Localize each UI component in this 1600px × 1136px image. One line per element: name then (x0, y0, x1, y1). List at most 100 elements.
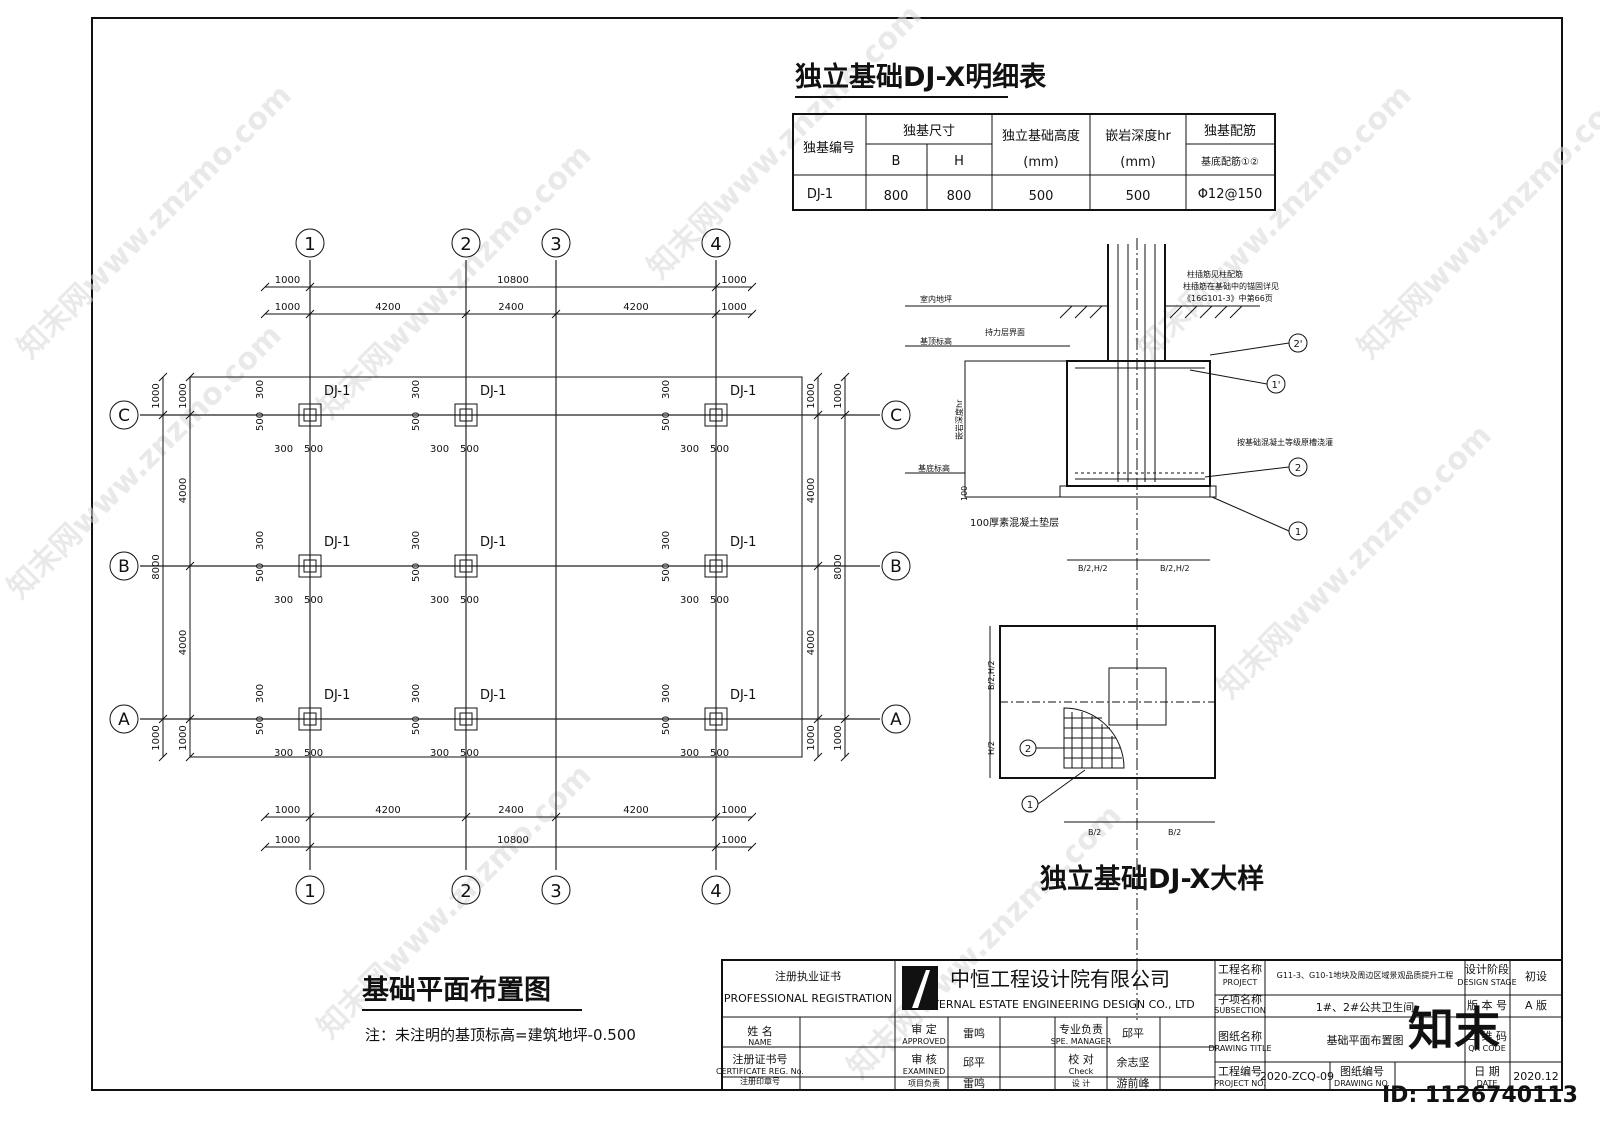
anchor-ref-label: 《16G101-3》中第66页 (1183, 293, 1273, 303)
indoor-label: 室内地坪 (920, 294, 952, 304)
col-rebar-header: 独基配筋 (1204, 123, 1256, 139)
footing-label: DJ-1 (324, 384, 350, 399)
axis-label-top-3: 3 (550, 234, 561, 255)
dim-top-bays-tick (711, 309, 721, 319)
footing-column (459, 712, 473, 726)
axis-bubble-left-B (109, 551, 139, 581)
person-examined: 邱平 (963, 1056, 985, 1069)
svg-text:1: 1 (1295, 527, 1301, 538)
svg-text:审 核: 审 核 (911, 1052, 937, 1066)
footing-label: DJ-1 (480, 688, 506, 703)
dim-top-bays-label: 4200 (623, 302, 648, 313)
axis-bubble-bottom-2 (451, 875, 481, 905)
axis-label-right-B: B (890, 557, 902, 577)
footing-label: DJ-1 (324, 535, 350, 550)
svg-text:QR CODE: QR CODE (1468, 1044, 1506, 1053)
dim-left-total-tick (158, 714, 168, 724)
col-height-header: 独立基础高度 (1002, 128, 1080, 144)
dim-left-bays-tick (185, 561, 195, 571)
dim-bottom-bays-label: 4200 (375, 805, 400, 816)
axis-label-left-B: B (118, 557, 130, 577)
company-name: 中恒工程设计院有限公司 (950, 967, 1170, 991)
svg-text:二 维 码: 二 维 码 (1467, 1030, 1507, 1043)
svg-text:日 期: 日 期 (1474, 1065, 1500, 1078)
col-rebar-sub: 基底配筋①② (1201, 155, 1259, 168)
dim-left-total-label: 8000 (151, 554, 162, 579)
svg-text:审 定: 审 定 (911, 1022, 937, 1036)
dim-top-total-tick (747, 282, 757, 292)
footing-dim: 300 (411, 380, 422, 399)
dim-bottom-total-tick (260, 842, 270, 852)
svg-text:设 计: 设 计 (1072, 1078, 1091, 1088)
drawing-name: 基础平面布置图 (1327, 1034, 1404, 1047)
half-b-right: B/2 (1168, 828, 1181, 837)
footing-label: DJ-1 (480, 384, 506, 399)
dim-top-bays-label: 4200 (375, 302, 400, 313)
dim-top-bays-label: 1000 (721, 302, 746, 313)
col-rebar-label: 柱插筋见柱配筋 (1187, 269, 1243, 279)
dim-top-total-label: 10800 (497, 275, 529, 286)
footing-dj1 (454, 554, 478, 578)
footing-column (459, 408, 473, 422)
axis-bubble-bottom-3 (541, 875, 571, 905)
svg-text:图纸编号: 图纸编号 (1340, 1064, 1384, 1078)
footing-dim: 500 (661, 412, 672, 431)
project-name: G11-3、G10-1地块及周边区域景观品质提升工程 (1277, 970, 1454, 980)
svg-text:SUBSECTION: SUBSECTION (1214, 1006, 1266, 1015)
footing-dim: 300 (680, 595, 699, 606)
svg-text:EXAMINED: EXAMINED (903, 1067, 945, 1076)
axis-bubble-right-C (881, 400, 911, 430)
svg-text:DRAWING TITLE: DRAWING TITLE (1208, 1044, 1271, 1053)
watermark-logo: 知末 (1408, 1002, 1500, 1056)
company-logo (902, 966, 938, 1010)
axis-label-left-A: A (118, 710, 130, 730)
dim-top-bays-tick (305, 309, 315, 319)
dim-top-total-label: 1000 (721, 275, 746, 286)
dim-right-bays-label: 4000 (806, 478, 817, 503)
dim-left-bays-label: 4000 (178, 630, 189, 655)
col-depth-header: 嵌岩深度hr (1105, 128, 1171, 144)
col-size-header: 独基尺寸 (903, 124, 955, 139)
dim-left-total-label: 1000 (151, 383, 162, 408)
dim-bottom-bays-tick (711, 812, 721, 822)
row-b: 800 (884, 189, 909, 204)
svg-text:SPE. MANAGER: SPE. MANAGER (1051, 1037, 1112, 1046)
dim-left-bays-tick (185, 752, 195, 762)
footing-dim: 300 (274, 444, 293, 455)
footing-label: DJ-1 (480, 535, 506, 550)
marker-2: 2 (1204, 457, 1308, 478)
row-height: 500 (1029, 189, 1054, 204)
schedule-title: 独立基础DJ-X明细表 (795, 61, 1046, 93)
footing-dim: 300 (411, 531, 422, 550)
svg-text:Check: Check (1069, 1067, 1094, 1076)
dim-left-bays-tick (185, 410, 195, 420)
footing-dim: 500 (460, 595, 479, 606)
watermark-group: 知末网www.znzmo.com 知末网www.znzmo.com 知末网www… (1, 0, 1600, 1086)
dim-right-bays-tick (813, 561, 823, 571)
dim-left-bays-tick (185, 714, 195, 724)
footing-column (709, 408, 723, 422)
dim-bottom-bays-label: 2400 (498, 805, 523, 816)
footing-dim: 300 (255, 531, 266, 550)
marker-1: 1 (1211, 496, 1308, 541)
footing-dim: 500 (411, 716, 422, 735)
dim-right-bays-label: 4000 (806, 630, 817, 655)
footing-dj1 (298, 707, 322, 731)
axis-bubble-top-2 (451, 228, 481, 258)
axis-bubble-top-3 (541, 228, 571, 258)
bottom-elev-label: 基底标高 (918, 463, 950, 473)
svg-text:PROJECT NO.: PROJECT NO. (1214, 1079, 1266, 1088)
dim-bottom-bays-label: 1000 (275, 805, 300, 816)
svg-text:APPROVED: APPROVED (902, 1037, 946, 1046)
dim-bottom-bays-label: 4200 (623, 805, 648, 816)
date: 2020.12 (1513, 1070, 1559, 1083)
svg-text:专业负责: 专业负责 (1059, 1022, 1103, 1036)
dim-top-bays-tick (747, 309, 757, 319)
plan-marker-1: 1 (1021, 769, 1086, 813)
axis-bubble-left-A (109, 704, 139, 734)
dim-top-total-tick (711, 282, 721, 292)
dim-bottom-total-label: 1000 (721, 835, 746, 846)
footing-column (303, 712, 317, 726)
footing-dj1 (704, 554, 728, 578)
